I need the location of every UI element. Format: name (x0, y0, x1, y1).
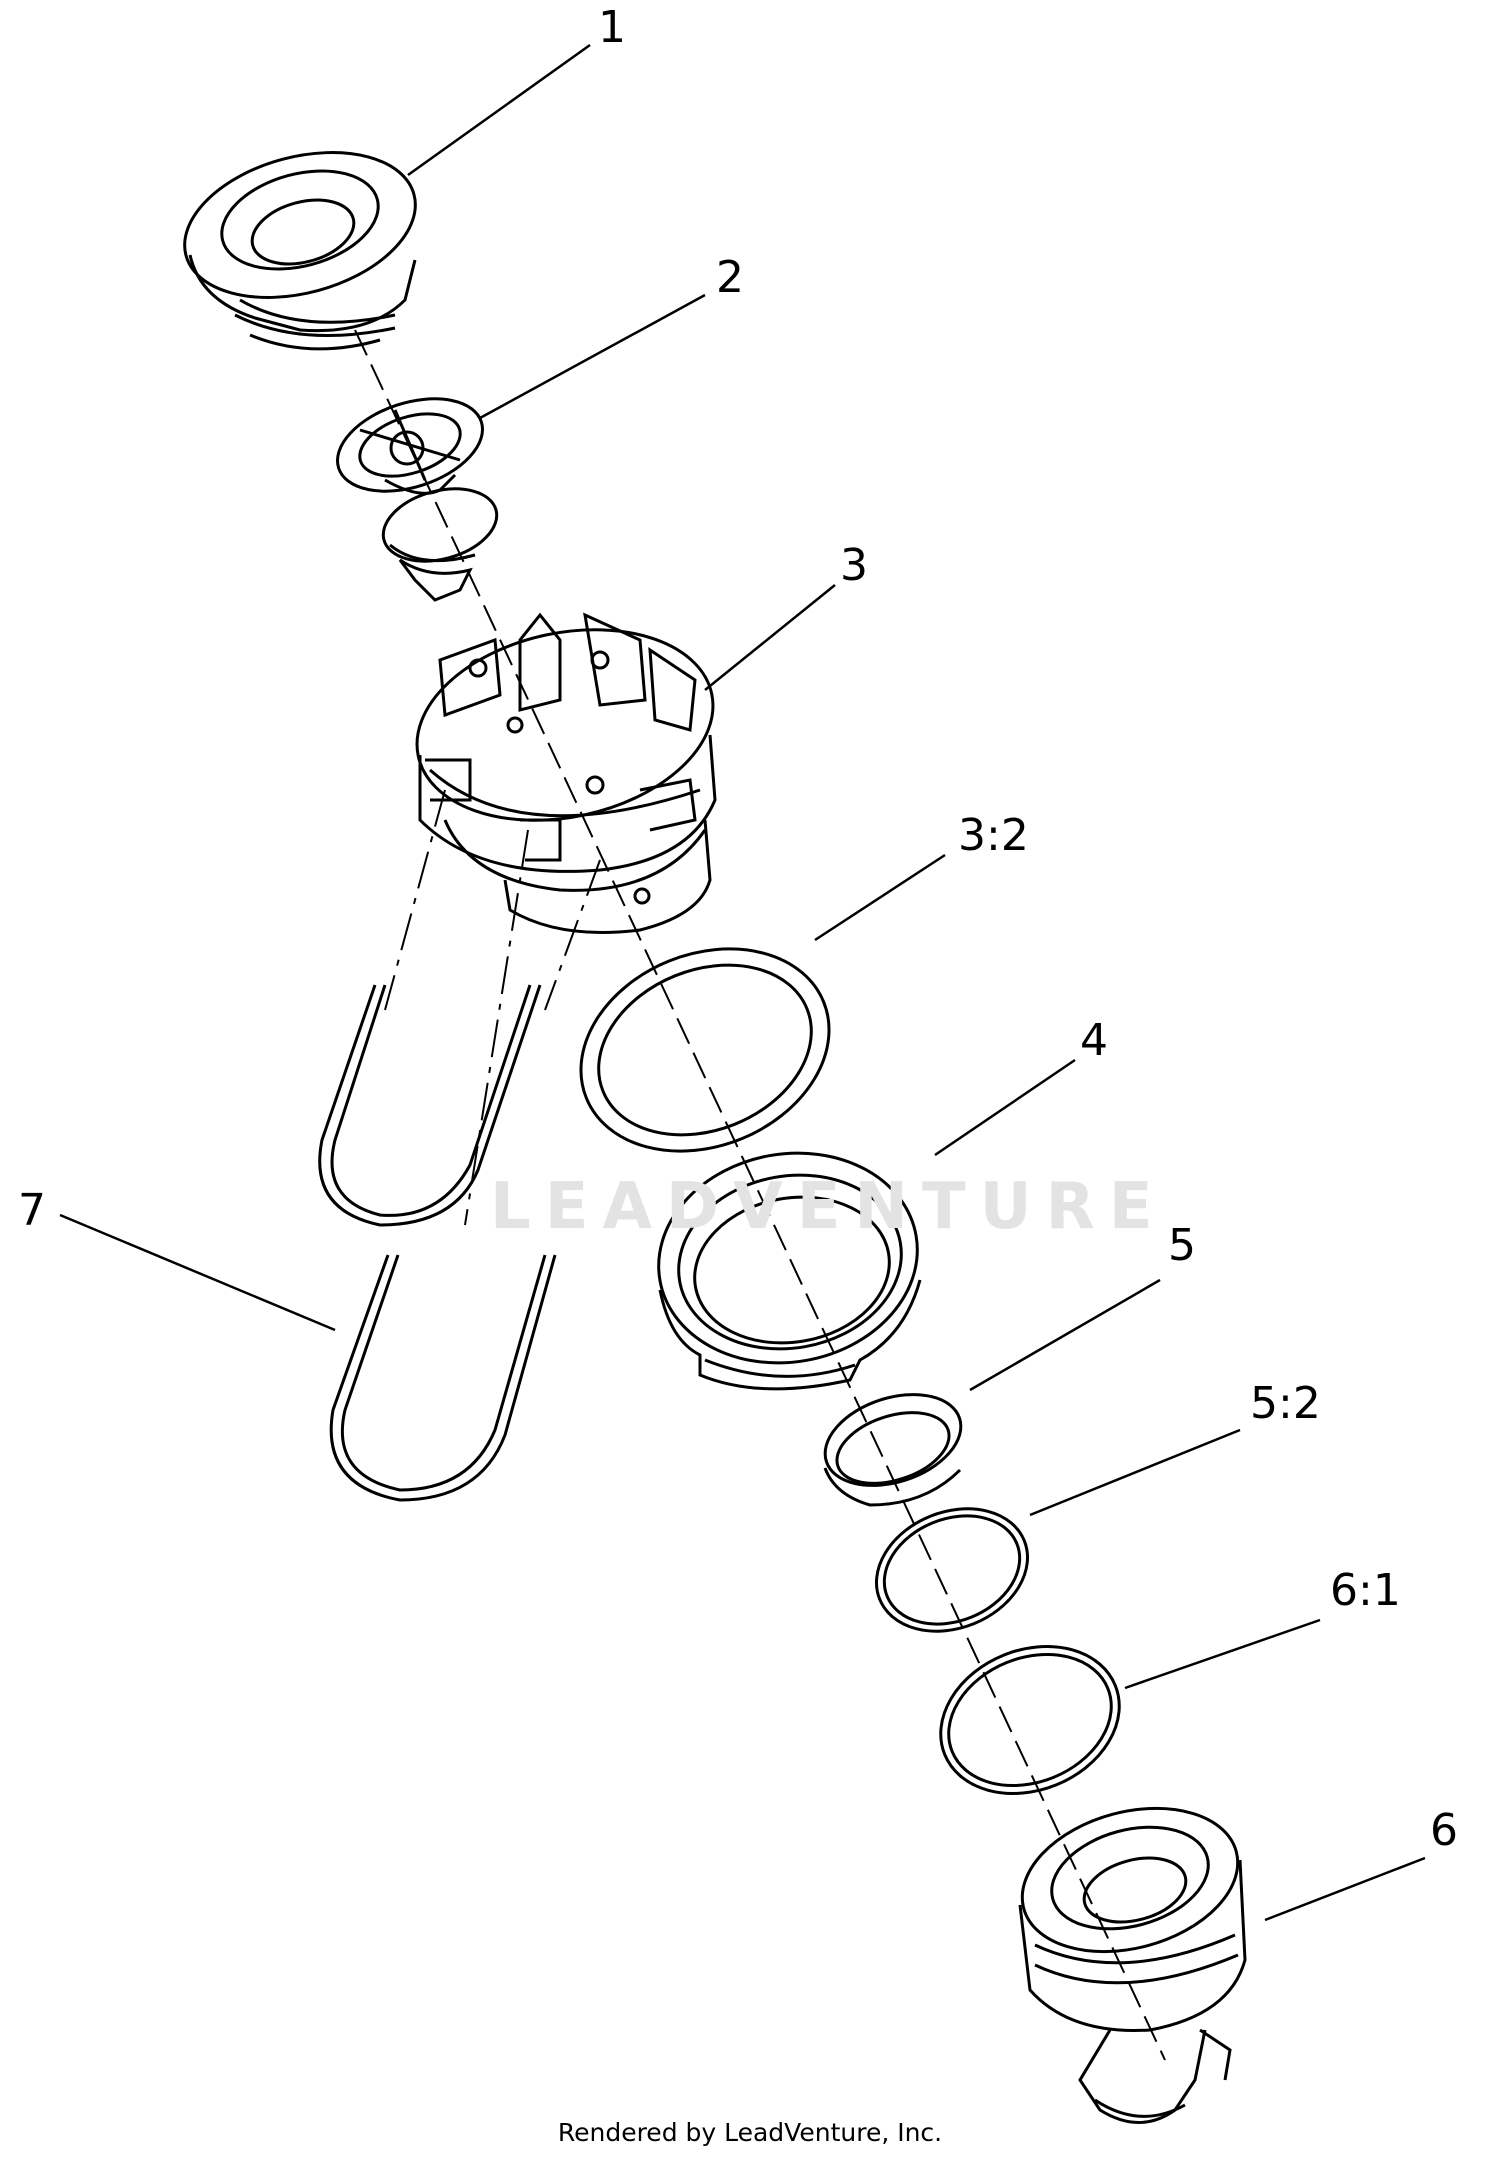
callout-1: 1 (598, 2, 626, 53)
leader-line-2 (479, 293, 706, 420)
callout-3: 3 (840, 540, 868, 591)
part-4-ring (657, 1151, 922, 1391)
callout-7: 7 (18, 1185, 46, 1236)
leader-line-5-2 (1029, 1428, 1241, 1517)
part-1-fitting (183, 151, 417, 351)
part-2-valve (335, 397, 499, 602)
callout-4: 4 (1080, 1015, 1108, 1066)
part-6-1-o-ring (939, 1645, 1121, 1795)
part-3-2-o-ring (579, 947, 831, 1153)
leader-line-5 (969, 1278, 1161, 1392)
part-5-2-o-ring (874, 1507, 1030, 1633)
callout-5: 5 (1168, 1220, 1196, 1271)
leader-line-4 (934, 1058, 1076, 1157)
watermark-text: LEADVENTURE (490, 1170, 1167, 1244)
callout-2: 2 (716, 252, 744, 303)
leader-line-1 (407, 43, 591, 177)
part-6-elbow-fitting (1018, 1806, 1247, 2124)
callout-3-2: 3:2 (958, 810, 1029, 861)
part-7-pins (318, 789, 601, 1502)
leader-line-6-1 (1124, 1618, 1321, 1690)
part-3-housing (415, 612, 717, 934)
callout-5-2: 5:2 (1250, 1378, 1321, 1429)
callout-labels: 1 2 3 3:2 4 5 5:2 6:1 6 7 (18, 2, 1458, 1856)
footer-credit: Rendered by LeadVenture, Inc. (557, 2118, 943, 2147)
callout-6: 6 (1430, 1805, 1458, 1856)
part-5-seal (823, 1393, 963, 1507)
callout-6-1: 6:1 (1330, 1565, 1401, 1616)
leader-line-7 (59, 1213, 336, 1332)
leader-line-3 (704, 584, 836, 691)
leader-line-3-2 (814, 853, 946, 942)
leader-lines (59, 43, 1426, 1922)
assembly-centerline (354, 329, 1166, 2061)
leader-line-6 (1264, 1856, 1426, 1922)
